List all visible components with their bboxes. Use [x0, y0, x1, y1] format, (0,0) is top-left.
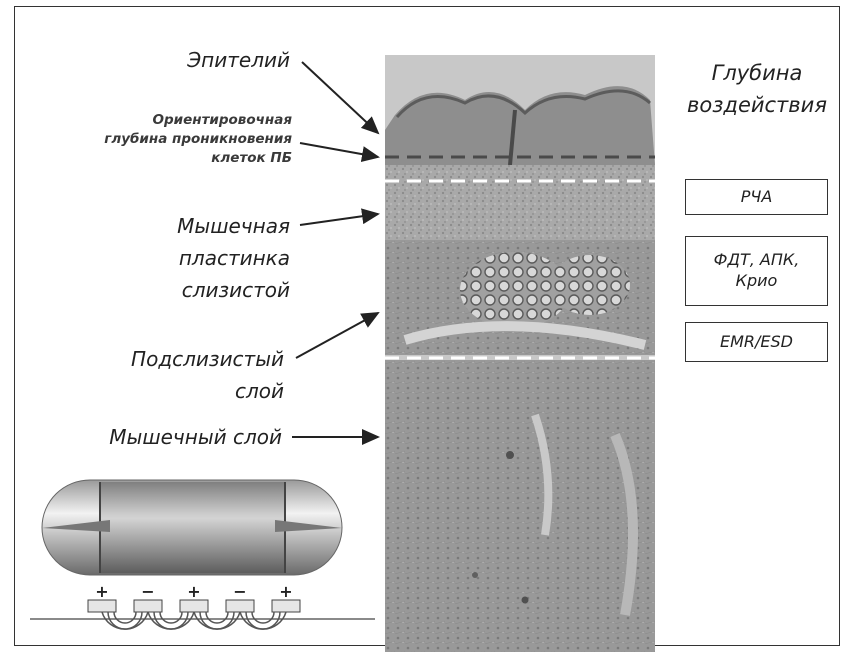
electrode-sign-3: + [187, 582, 200, 601]
electrode-sign-2: − [141, 582, 154, 601]
field-arcs [102, 612, 286, 629]
electrode-band [100, 482, 285, 573]
electrode-sign-4: − [233, 582, 246, 601]
electrode-sign-1: + [95, 582, 108, 601]
electrode-array [88, 600, 300, 612]
electrode-sign-5: + [279, 582, 292, 601]
